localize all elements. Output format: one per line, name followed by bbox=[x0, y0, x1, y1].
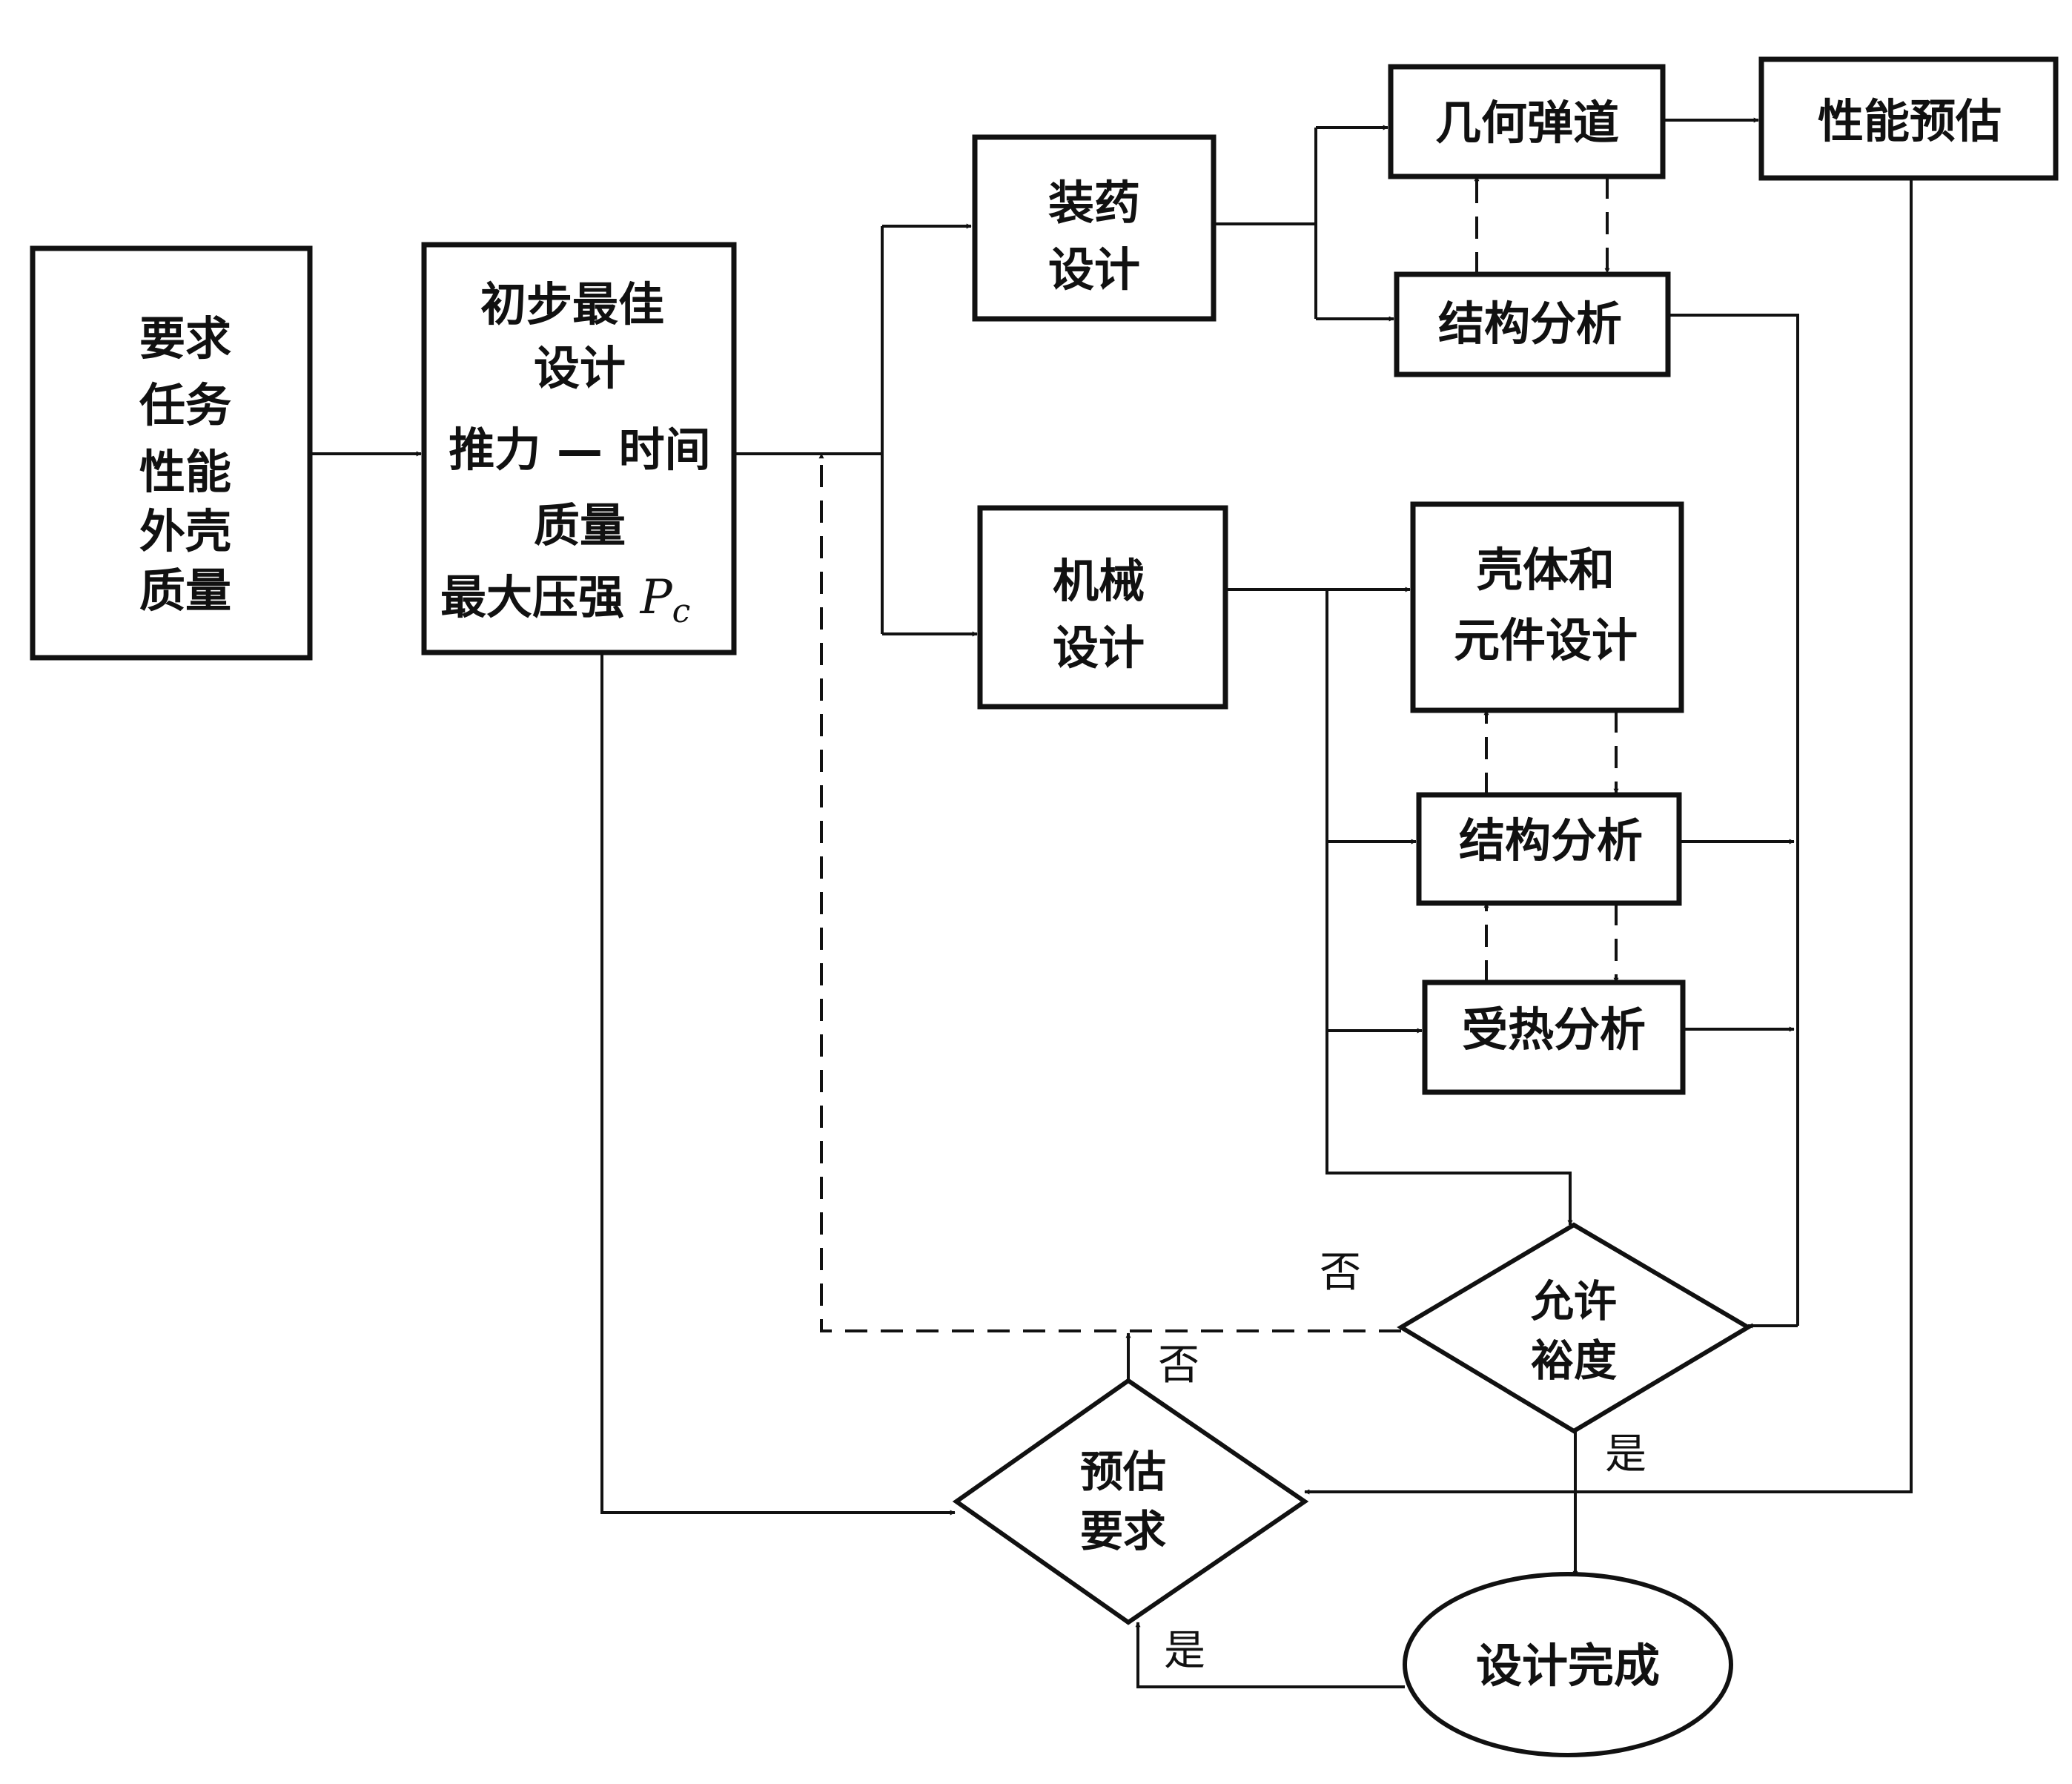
dashed-edges bbox=[818, 176, 1619, 1332]
allowable-margin-line-1: 允许 bbox=[1531, 1276, 1617, 1327]
preliminary-line-3: 推力 — 时间 bbox=[449, 423, 710, 477]
edge-complete-to-estimate bbox=[1135, 1622, 1405, 1688]
charge-design-line-2: 设计 bbox=[1048, 242, 1140, 297]
edge-label-estimate-yes: 是 bbox=[1164, 1627, 1205, 1675]
requirements-line-4: 外壳 bbox=[139, 504, 231, 558]
structural-analysis-1-label: 结构分析 bbox=[1438, 297, 1622, 351]
allowable-margin-line-2: 裕度 bbox=[1531, 1335, 1617, 1386]
performance-estimate-label: 性能预估 bbox=[1818, 94, 2002, 148]
node-requirements: 要求 任务 性能 外壳 质量 bbox=[30, 245, 313, 661]
edge-label-estimate-no: 否 bbox=[1158, 1341, 1199, 1390]
thermal-analysis-label: 受热分析 bbox=[1462, 1002, 1646, 1057]
max-pressure-label: 最大压强 bbox=[440, 570, 641, 624]
node-structural-analysis-2: 结构分析 bbox=[1416, 792, 1682, 906]
case-components-line-1: 壳体和 bbox=[1477, 543, 1615, 597]
requirements-line-2: 任务 bbox=[139, 378, 231, 432]
structural-analysis-2-label: 结构分析 bbox=[1459, 813, 1643, 868]
node-performance-estimate: 性能预估 bbox=[1758, 56, 2059, 181]
node-geometric-ballistics: 几何弹道 bbox=[1388, 64, 1666, 179]
pc-subscript: c bbox=[672, 592, 691, 630]
mechanical-design-line-1: 机械 bbox=[1053, 554, 1145, 608]
node-estimate-requirements: 预估 要求 bbox=[952, 1378, 1309, 1625]
requirements-line-5: 质量 bbox=[139, 564, 231, 618]
estimate-requirements-line-1: 预估 bbox=[1080, 1447, 1166, 1497]
edge-struct1-to-collector bbox=[1668, 314, 1799, 1326]
design-complete-label: 设计完成 bbox=[1476, 1639, 1660, 1693]
estimate-requirements-line-2: 要求 bbox=[1080, 1506, 1166, 1556]
mechanical-design-line-2: 设计 bbox=[1053, 621, 1145, 675]
edge-labels: 否 否 是 是 bbox=[1158, 1249, 1646, 1675]
edge-preliminary-down bbox=[600, 653, 956, 1516]
edges bbox=[310, 117, 1913, 1688]
geometric-ballistics-label: 几何弹道 bbox=[1435, 96, 1619, 150]
node-design-complete: 设计完成 bbox=[1403, 1572, 1733, 1757]
preliminary-line-1: 初步最佳 bbox=[480, 277, 664, 331]
charge-design-line-1: 装药 bbox=[1048, 176, 1140, 230]
edge-margin-no-loop bbox=[818, 453, 1401, 1332]
node-preliminary-design: 初步最佳 设计 推力 — 时间 质量 最大压强 Pc bbox=[421, 242, 737, 655]
node-allowable-margin: 允许 裕度 bbox=[1397, 1222, 1752, 1434]
requirements-line-1: 要求 bbox=[139, 311, 231, 366]
preliminary-line-2: 设计 bbox=[534, 341, 626, 395]
node-structural-analysis-1: 结构分析 bbox=[1394, 271, 1671, 377]
node-mechanical-design: 机械 设计 bbox=[977, 505, 1228, 710]
node-thermal-analysis: 受热分析 bbox=[1422, 979, 1686, 1095]
node-charge-design: 装药 设计 bbox=[972, 134, 1217, 322]
node-case-components: 壳体和 元件设计 bbox=[1410, 501, 1684, 713]
edge-label-margin-yes: 是 bbox=[1605, 1430, 1646, 1479]
requirements-line-3: 性能 bbox=[139, 445, 231, 499]
preliminary-line-5: 最大压强 Pc bbox=[440, 570, 690, 630]
preliminary-line-4: 质量 bbox=[534, 498, 626, 552]
edge-label-margin-no: 否 bbox=[1320, 1249, 1361, 1297]
case-components-line-2: 元件设计 bbox=[1454, 613, 1638, 667]
pc-symbol: P bbox=[640, 570, 673, 625]
edge-performance-down bbox=[1427, 178, 1913, 1493]
